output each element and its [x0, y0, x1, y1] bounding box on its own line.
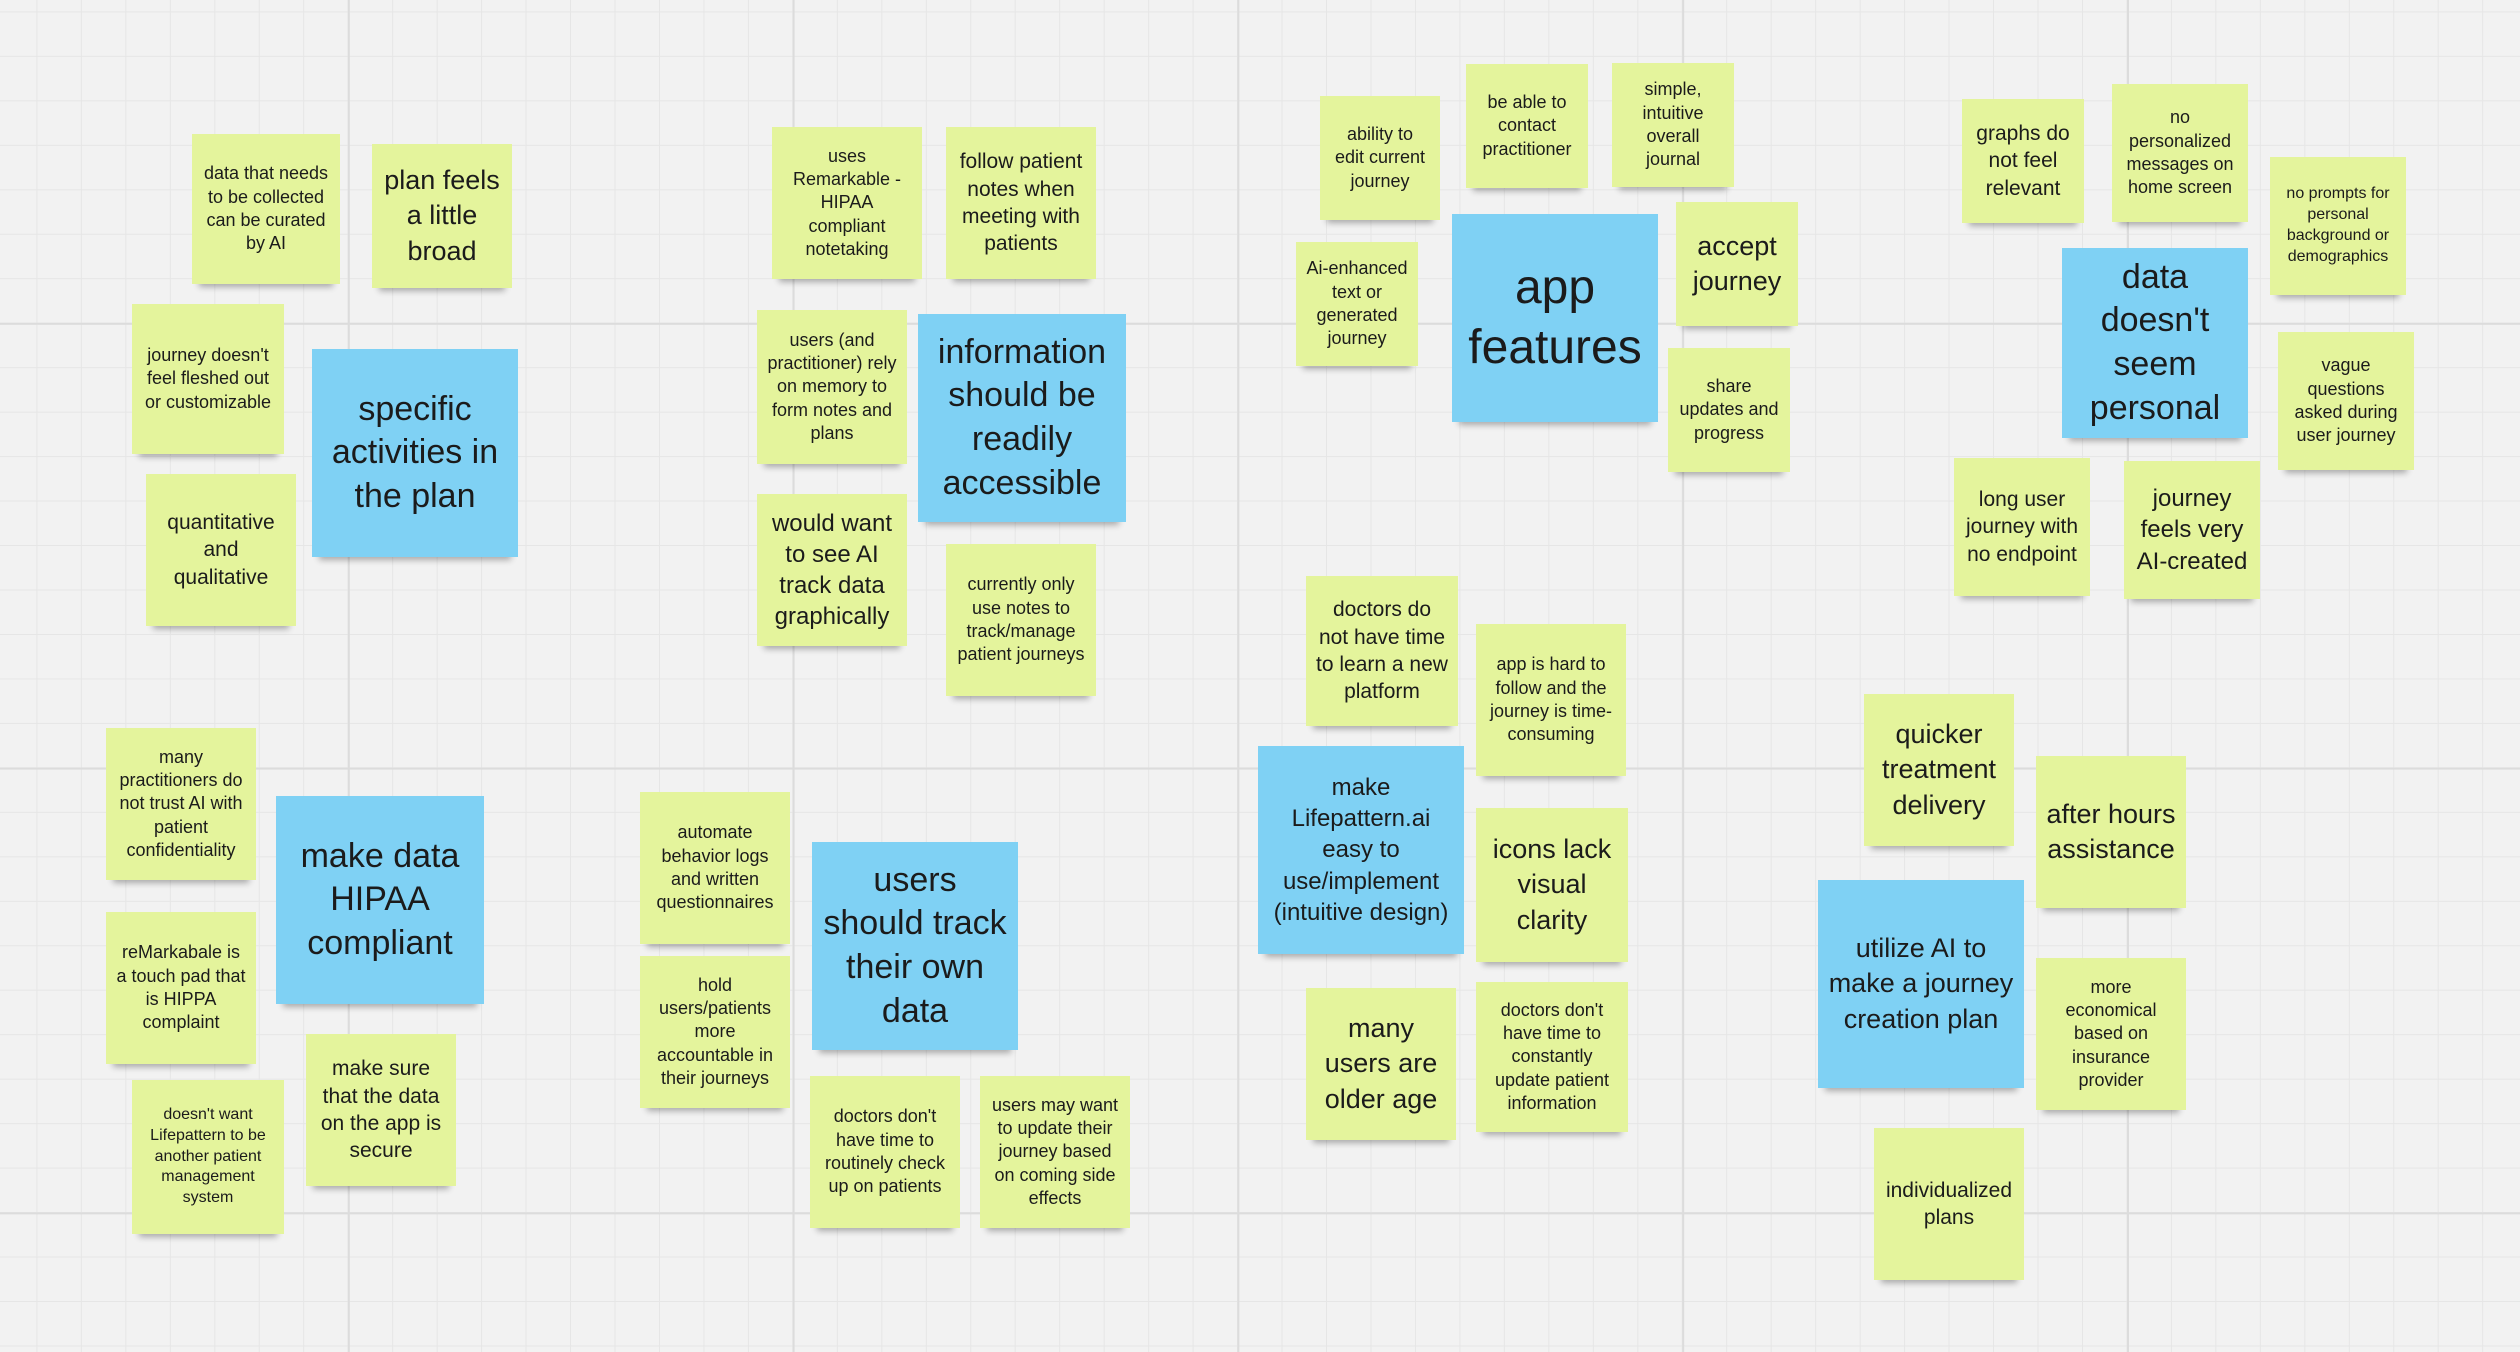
sticky-note[interactable]: vague questions asked during user journe… [2278, 332, 2414, 470]
note-text: doctors do not have time to learn a new … [1316, 598, 1448, 704]
note-text: follow patient notes when meeting with p… [959, 150, 1083, 256]
sticky-note[interactable]: ability to edit current journey [1320, 96, 1440, 220]
note-text: currently only use notes to track/manage… [957, 574, 1085, 665]
note-text: doctors don't have time to constantly up… [1494, 999, 1610, 1114]
sticky-note[interactable]: uses Remarkable - HIPAA compliant noteta… [772, 127, 922, 279]
note-text: uses Remarkable - HIPAA compliant noteta… [792, 145, 902, 260]
theme-text: app features [1468, 261, 1642, 374]
sticky-note[interactable]: share updates and progress [1668, 348, 1790, 472]
sticky-note[interactable]: would want to see AI track data graphica… [757, 494, 907, 646]
sticky-note[interactable]: automate behavior logs and written quest… [640, 792, 790, 944]
note-text: after hours assistance [2046, 798, 2176, 864]
theme-text: make Lifepattern.ai easy to use/implemen… [1273, 774, 1449, 926]
sticky-note[interactable]: make sure that the data on the app is se… [306, 1034, 456, 1186]
sticky-note[interactable]: many practitioners do not trust AI with … [106, 728, 256, 880]
sticky-note[interactable]: doctors don't have time to routinely che… [810, 1076, 960, 1228]
theme-sticky-note[interactable]: information should be readily accessible [918, 314, 1126, 522]
sticky-note[interactable]: doesn't want Lifepattern to be another p… [132, 1080, 284, 1234]
theme-sticky-note[interactable]: make data HIPAA compliant [276, 796, 484, 1004]
note-text: no prompts for personal background or de… [2286, 185, 2390, 265]
note-text: reMarkabale is a touch pad that is HIPPA… [116, 942, 246, 1033]
theme-text: information should be readily accessible [937, 332, 1107, 502]
theme-sticky-note[interactable]: users should track their own data [812, 842, 1018, 1050]
sticky-note[interactable]: individualized plans [1874, 1128, 2024, 1280]
note-text: quantitative and qualitative [167, 511, 275, 589]
note-text: automate behavior logs and written quest… [656, 822, 774, 913]
note-text: simple, intuitive overall journal [1642, 79, 1704, 170]
note-text: make sure that the data on the app is se… [320, 1057, 442, 1163]
note-text: doesn't want Lifepattern to be another p… [150, 1106, 266, 1207]
sticky-note[interactable]: many users are older age [1306, 988, 1456, 1140]
sticky-note[interactable]: be able to contact practitioner [1466, 64, 1588, 188]
theme-text: data doesn't seem personal [2089, 257, 2221, 427]
note-text: many practitioners do not trust AI with … [119, 746, 243, 861]
sticky-note[interactable]: reMarkabale is a touch pad that is HIPPA… [106, 912, 256, 1064]
sticky-note[interactable]: no personalized messages on home screen [2112, 84, 2248, 222]
note-text: accept journey [1692, 230, 1782, 296]
note-text: would want to see AI track data graphica… [771, 509, 893, 631]
sticky-note[interactable]: quicker treatment delivery [1864, 694, 2014, 846]
note-text: more economical based on insurance provi… [2065, 976, 2157, 1091]
sticky-note[interactable]: icons lack visual clarity [1476, 808, 1628, 962]
note-text: be able to contact practitioner [1482, 91, 1572, 159]
note-text: journey feels very AI-created [2136, 485, 2248, 575]
note-text: app is hard to follow and the journey is… [1489, 654, 1613, 745]
note-text: many users are older age [1324, 1013, 1438, 1114]
note-text: share updates and progress [1679, 375, 1779, 443]
sticky-note[interactable]: simple, intuitive overall journal [1612, 63, 1734, 187]
sticky-note[interactable]: graphs do not feel relevant [1962, 99, 2084, 223]
note-text: data that needs to be collected can be c… [203, 163, 329, 254]
note-text: ability to edit current journey [1334, 123, 1426, 191]
theme-sticky-note[interactable]: make Lifepattern.ai easy to use/implemen… [1258, 746, 1464, 954]
note-text: users (and practitioner) rely on memory … [767, 329, 897, 444]
theme-sticky-note[interactable]: data doesn't seem personal [2062, 248, 2248, 438]
theme-sticky-note[interactable]: utilize AI to make a journey creation pl… [1818, 880, 2024, 1088]
sticky-note[interactable]: journey doesn't feel fleshed out or cust… [132, 304, 284, 454]
sticky-note[interactable]: hold users/patients more accountable in … [640, 956, 790, 1108]
sticky-note[interactable]: after hours assistance [2036, 756, 2186, 908]
note-text: no personalized messages on home screen [2126, 107, 2234, 198]
theme-text: utilize AI to make a journey creation pl… [1828, 933, 2014, 1034]
note-text: hold users/patients more accountable in … [656, 974, 774, 1089]
sticky-note[interactable]: users (and practitioner) rely on memory … [757, 310, 907, 464]
sticky-note[interactable]: app is hard to follow and the journey is… [1476, 624, 1626, 776]
sticky-note[interactable]: more economical based on insurance provi… [2036, 958, 2186, 1110]
sticky-note[interactable]: data that needs to be collected can be c… [192, 134, 340, 284]
theme-sticky-note[interactable]: app features [1452, 214, 1658, 422]
note-text: journey doesn't feel fleshed out or cust… [144, 344, 272, 412]
note-text: Ai-enhanced text or generated journey [1306, 258, 1408, 349]
note-text: vague questions asked during user journe… [2294, 355, 2398, 446]
sticky-note[interactable]: users may want to update their journey b… [980, 1076, 1130, 1228]
theme-sticky-note[interactable]: specific activities in the plan [312, 349, 518, 557]
sticky-note[interactable]: accept journey [1676, 202, 1798, 326]
note-text: plan feels a little broad [384, 165, 500, 266]
sticky-note[interactable]: follow patient notes when meeting with p… [946, 127, 1096, 279]
sticky-note[interactable]: doctors don't have time to constantly up… [1476, 982, 1628, 1132]
theme-text: specific activities in the plan [331, 389, 499, 515]
sticky-note[interactable]: no prompts for personal background or de… [2270, 157, 2406, 295]
sticky-note[interactable]: quantitative and qualitative [146, 474, 296, 626]
note-text: individualized plans [1885, 1178, 2013, 1229]
note-text: icons lack visual clarity [1492, 834, 1612, 935]
sticky-note[interactable]: journey feels very AI-created [2124, 461, 2260, 599]
sticky-note[interactable]: plan feels a little broad [372, 144, 512, 288]
sticky-note[interactable]: Ai-enhanced text or generated journey [1296, 242, 1418, 366]
note-text: quicker treatment delivery [1881, 719, 1997, 820]
theme-text: make data HIPAA compliant [300, 836, 460, 962]
note-text: users may want to update their journey b… [991, 1094, 1119, 1209]
note-text: graphs do not feel relevant [1976, 122, 2070, 200]
sticky-note[interactable]: doctors do not have time to learn a new … [1306, 576, 1458, 726]
note-text: doctors don't have time to routinely che… [824, 1106, 946, 1197]
sticky-note[interactable]: long user journey with no endpoint [1954, 458, 2090, 596]
theme-text: users should track their own data [823, 860, 1007, 1030]
sticky-note[interactable]: currently only use notes to track/manage… [946, 544, 1096, 696]
note-text: long user journey with no endpoint [1965, 488, 2079, 566]
